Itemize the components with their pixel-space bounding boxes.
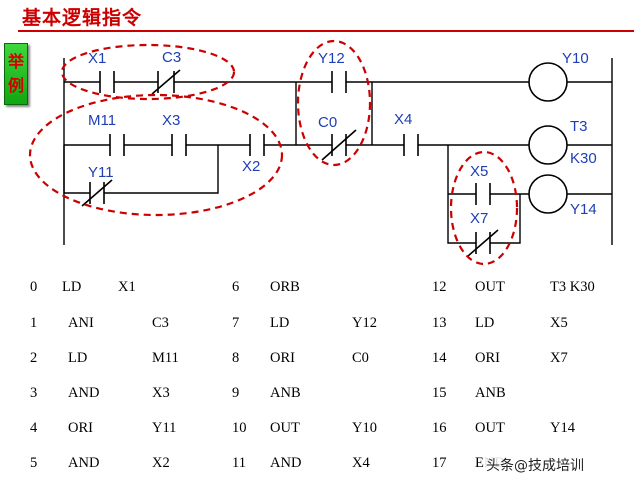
instruction-arg: T3 K30 <box>550 279 595 295</box>
label-y10: Y10 <box>562 50 589 67</box>
coil-y10 <box>528 62 568 102</box>
instruction-step: 3 <box>30 385 38 401</box>
instruction-arg: X5 <box>550 315 568 331</box>
label-x1: X1 <box>88 50 106 67</box>
instruction-step: 1 <box>30 315 38 331</box>
instruction-step: 9 <box>232 385 240 401</box>
example-badge: 举 例 <box>4 43 28 105</box>
instruction-step: 7 <box>232 315 240 331</box>
contact-x3 <box>171 134 187 156</box>
instruction-step: 12 <box>432 279 447 295</box>
instruction-op: AND <box>68 455 100 471</box>
instruction-op: LD <box>62 279 82 295</box>
label-x4: X4 <box>394 111 412 128</box>
instruction-step: 17 <box>432 455 447 471</box>
label-y11: Y11 <box>88 164 114 181</box>
instruction-step: 10 <box>232 420 247 436</box>
instruction-arg: Y10 <box>352 420 377 436</box>
label-y14: Y14 <box>570 201 597 218</box>
instruction-op: ORI <box>270 350 295 366</box>
badge-char-2: 例 <box>7 76 24 95</box>
instruction-step: 16 <box>432 420 447 436</box>
instruction-arg: Y14 <box>550 420 575 436</box>
contact-m11 <box>109 134 125 156</box>
instruction-op: AND <box>68 385 100 401</box>
instruction-step: 14 <box>432 350 447 366</box>
instruction-step: 5 <box>30 455 38 471</box>
contact-x2 <box>249 134 265 156</box>
instruction-step: 2 <box>30 350 38 366</box>
instruction-op: LD <box>68 350 88 366</box>
y12-c0-parallel-wire <box>295 82 373 145</box>
highlight-x1-c3 <box>60 43 236 101</box>
contact-y11 <box>81 179 113 207</box>
page-title: 基本逻辑指令 <box>22 7 143 29</box>
y14-branch-wire <box>447 145 612 244</box>
instruction-arg: X2 <box>152 455 170 471</box>
instruction-op: OUT <box>475 279 505 295</box>
label-k30: K30 <box>570 150 597 167</box>
instruction-arg: X4 <box>352 455 370 471</box>
instruction-step: 15 <box>432 385 447 401</box>
label-x2: X2 <box>242 158 260 175</box>
instruction-arg: X1 <box>118 279 136 295</box>
contact-c0 <box>321 129 357 161</box>
watermark: 头条@技成培训 <box>484 455 586 475</box>
instruction-arg: X3 <box>152 385 170 401</box>
instruction-op: ANB <box>270 385 301 401</box>
ladder-diagram: X1 C3 Y12 Y10 M11 X3 Y11 X2 C0 X4 <box>28 39 613 266</box>
instruction-op: OUT <box>475 420 505 436</box>
instruction-step: 6 <box>232 279 240 295</box>
badge-char-1: 举 <box>7 52 24 71</box>
contact-y12 <box>331 71 347 93</box>
contact-x5 <box>475 183 491 205</box>
highlight-x5-x7 <box>449 150 519 266</box>
label-c0: C0 <box>318 114 337 131</box>
coil-t3 <box>528 125 568 165</box>
instruction-arg: X7 <box>550 350 568 366</box>
title-divider <box>18 30 634 32</box>
instruction-op: ORI <box>475 350 500 366</box>
instruction-step: 11 <box>232 455 246 471</box>
label-y12: Y12 <box>318 50 345 67</box>
contact-c3 <box>151 69 181 95</box>
instruction-arg: M11 <box>152 350 179 366</box>
instruction-op: AND <box>270 455 302 471</box>
instruction-arg: Y11 <box>152 420 177 436</box>
label-m11: M11 <box>88 112 116 129</box>
y11-branch-wire <box>63 145 219 194</box>
label-t3: T3 <box>570 118 588 135</box>
highlight-left-block <box>28 93 284 217</box>
label-x7: X7 <box>470 210 488 227</box>
instruction-op: LD <box>475 315 495 331</box>
contact-x7 <box>467 229 499 257</box>
instruction-step: 13 <box>432 315 447 331</box>
instruction-arg: C0 <box>352 350 369 366</box>
contact-x4 <box>403 134 419 156</box>
coil-y14 <box>528 174 568 214</box>
label-c3: C3 <box>162 49 181 66</box>
label-x3: X3 <box>162 112 180 129</box>
instruction-op: LD <box>270 315 290 331</box>
instruction-step: 8 <box>232 350 240 366</box>
instruction-step: 0 <box>30 279 38 295</box>
contact-x1 <box>99 71 115 93</box>
instruction-op: OUT <box>270 420 300 436</box>
instruction-op: ORI <box>68 420 93 436</box>
instruction-op: ANB <box>475 385 506 401</box>
instruction-step: 4 <box>30 420 38 436</box>
highlight-y12-c0 <box>296 39 372 167</box>
label-x5: X5 <box>470 163 488 180</box>
instruction-op: ORB <box>270 279 300 295</box>
instruction-op: ANI <box>68 315 94 331</box>
instruction-arg: C3 <box>152 315 169 331</box>
instruction-arg: Y12 <box>352 315 377 331</box>
